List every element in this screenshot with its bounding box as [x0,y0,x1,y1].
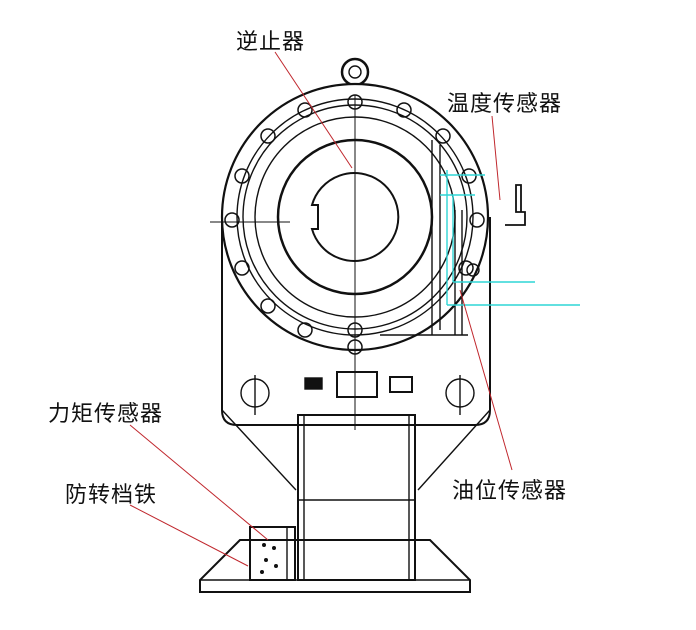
support-cone [221,409,491,491]
flange-bolts [224,94,485,355]
leader-lines [129,51,513,567]
label-oil-level-sensor: 油位传感器 [452,479,568,504]
temperature-sensor [505,184,526,226]
label-backstop: 逆止器 [236,30,306,55]
nameplate [336,371,378,398]
label-torque-sensor: 力矩传感器 [48,402,164,427]
label-temperature-sensor: 温度传感器 [447,92,563,117]
shaft-keyway [310,172,400,262]
base-plate [199,539,471,593]
side-lugs [240,375,475,415]
oil-pipes [440,170,580,306]
torque-sensor-block [249,526,296,581]
label-anti-rotation-stop: 防转档铁 [65,483,158,508]
oil-level-sensor-bracket [380,140,480,336]
housing-body [221,217,491,426]
support-pillar [297,414,416,581]
